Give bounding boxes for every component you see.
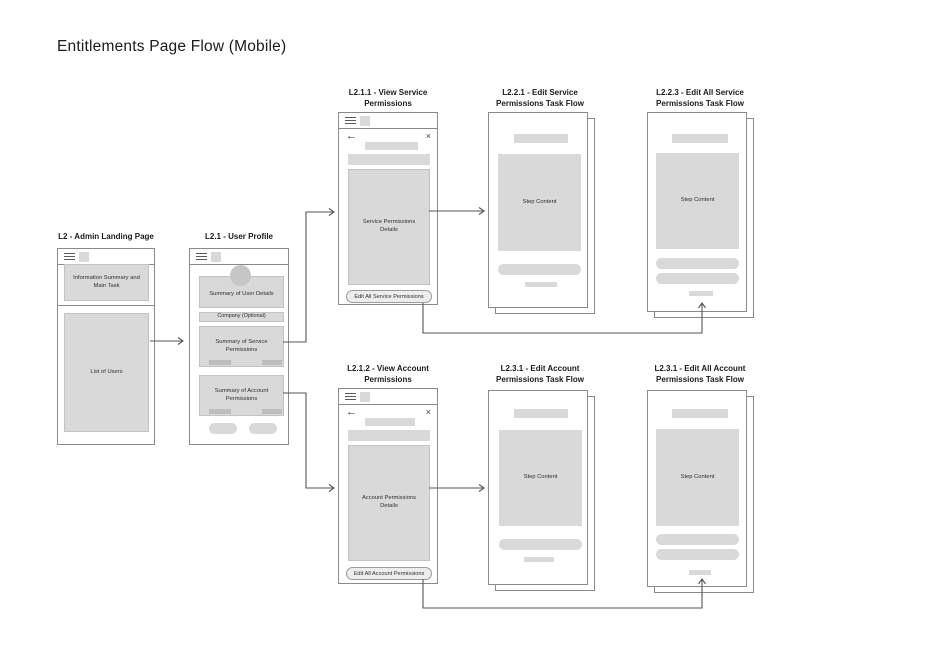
mobile-header [339,113,437,129]
step-button-placeholder [656,549,739,560]
header-placeholder [79,251,89,262]
section-divider [58,305,154,306]
title-placeholder [365,142,418,150]
label-admin-landing: L2 - Admin Landing Page [58,232,154,241]
connector-profile-to-view-account [283,392,335,492]
step-content-box: Step Content [656,153,739,249]
info-summary-box: Information Summary and Main Task [64,264,149,301]
modal-header: ← × [339,128,437,146]
header-placeholder [360,391,370,402]
pagination-placeholder [524,557,554,562]
subtitle-placeholder [348,430,430,441]
title-placeholder [672,409,728,418]
back-icon: ← [346,406,357,418]
close-icon: × [425,131,431,141]
menu-icon [64,253,75,260]
pagination-placeholder [525,282,557,287]
label-edit-all-account: L2.3.1 - Edit All Account Permissions Ta… [654,364,746,384]
service-details-box: Service Permissions Details [348,169,430,285]
step-content-box: Step Content [656,429,739,526]
pagination-placeholder [689,570,711,575]
back-icon: ← [346,130,357,142]
service-action-placeholder [262,360,282,365]
screen-view-account: ← × Account Permissions Details Edit All… [338,388,438,584]
step-content-box: Step Content [499,430,582,526]
subtitle-placeholder [348,154,430,165]
title-placeholder [514,134,568,143]
screen-admin-landing: Information Summary and Main Task List o… [57,248,155,445]
page-title: Entitlements Page Flow (Mobile) [57,38,287,55]
screen-edit-service: Step Content [488,112,588,308]
account-details-box: Account Permissions Details [348,445,430,561]
menu-icon [345,393,356,400]
header-placeholder [360,115,370,126]
screen-edit-all-service: Step Content [647,112,747,312]
step-button-placeholder [656,534,739,545]
menu-icon [345,117,356,124]
menu-icon [196,253,207,260]
step-button-placeholder [498,264,581,275]
step-button-placeholder [499,539,582,550]
screen-view-service: ← × Service Permissions Details Edit All… [338,112,438,305]
label-edit-account: L2.3.1 - Edit Account Permissions Task F… [496,364,584,384]
screen-user-profile: Summary of User Details Company (Optiona… [189,248,289,445]
edit-all-service-button: Edit All Service Permissions [346,290,432,303]
footer-button-placeholder [249,423,277,434]
label-view-service: L2.1.1 - View Service Permissions [348,88,428,108]
label-edit-service: L2.2.1 - Edit Service Permissions Task F… [496,88,584,108]
label-view-account: L2.1.2 - View Account Permissions [347,364,429,384]
title-placeholder [672,134,728,143]
label-user-profile: L2.1 - User Profile [204,232,274,241]
list-of-users-box: List of Users [64,313,149,432]
company-box: Company (Optional) [199,312,284,322]
mobile-header [58,249,154,265]
label-edit-all-service: L2.2.3 - Edit All Service Permissions Ta… [656,88,744,108]
title-placeholder [365,418,415,426]
avatar [230,265,251,286]
step-button-placeholder [656,258,739,269]
mobile-header [339,389,437,405]
header-placeholder [211,251,221,262]
screen-edit-all-account: Step Content [647,390,747,587]
account-action-placeholder [209,409,231,414]
modal-header: ← × [339,404,437,422]
screen-edit-account: Step Content [488,390,588,585]
footer-button-placeholder [209,423,237,434]
close-icon: × [425,407,431,417]
title-placeholder [514,409,568,418]
account-action-placeholder [262,409,282,414]
mobile-header [190,249,288,265]
pagination-placeholder [689,291,713,296]
edit-all-account-button: Edit All Account Permissions [346,567,432,580]
step-content-box: Step Content [498,154,581,251]
step-button-placeholder [656,273,739,284]
service-action-placeholder [209,360,231,365]
